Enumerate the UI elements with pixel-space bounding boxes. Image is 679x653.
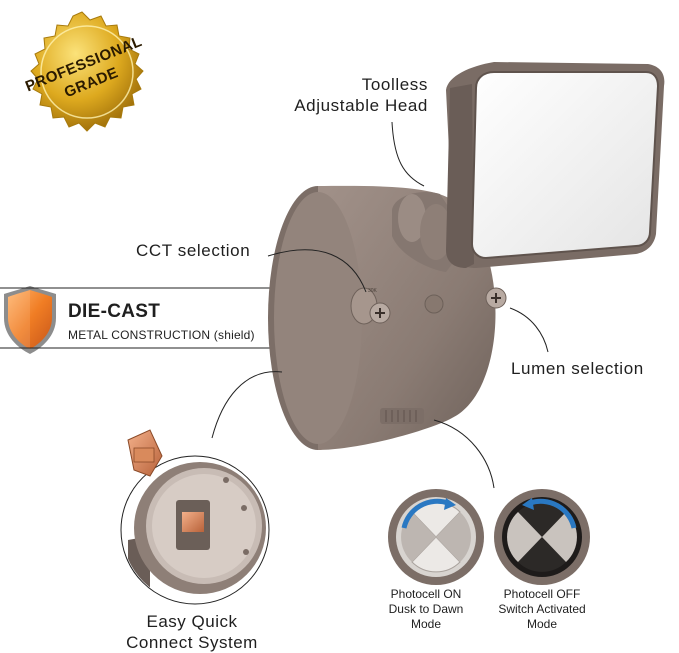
quick-connect-label: Easy Quick Connect System xyxy=(106,611,278,653)
die-cast-label: DIE-CAST xyxy=(68,301,161,322)
adjustable-head-label: Toolless Adjustable Head xyxy=(270,74,428,116)
adjustable-head-line1: Toolless xyxy=(361,75,428,94)
photocell-on-line3: Mode xyxy=(410,617,442,631)
copper-connector-icon xyxy=(127,429,163,477)
photocell-on-dial xyxy=(388,489,484,585)
lumen-selection-label: Lumen selection xyxy=(511,359,644,378)
photocell-on-label: Photocell ON Dusk to Dawn Mode xyxy=(372,587,480,632)
photocell-on-line1: Photocell ON xyxy=(390,587,462,601)
photocell-off-line3: Mode xyxy=(526,617,558,631)
fixture-head xyxy=(446,62,665,309)
quick-connect-line2: Connect System xyxy=(126,633,258,652)
metal-construction-label: METAL CONSTRUCTION (shield) xyxy=(68,328,255,342)
photocell-on-line2: Dusk to Dawn xyxy=(388,602,464,616)
cct-selection-label: CCT selection xyxy=(136,241,251,260)
quick-connect-line1: Easy Quick xyxy=(146,612,238,631)
photocell-off-line1: Photocell OFF xyxy=(503,587,581,601)
adjustable-head-line2: Adjustable Head xyxy=(294,96,428,115)
shield-icon xyxy=(4,286,56,354)
photocell-off-dial xyxy=(494,489,590,585)
callout-lines xyxy=(139,121,549,501)
photocell-off-line2: Switch Activated xyxy=(498,602,586,616)
svg-text:30K: 30K xyxy=(368,288,378,294)
photocell-off-label: Photocell OFF Switch Activated Mode xyxy=(486,587,598,632)
quick-connect-inset xyxy=(120,455,270,605)
die-cast-frame xyxy=(0,287,276,349)
professional-grade-badge: PROFESSIONAL GRADE xyxy=(23,11,145,132)
